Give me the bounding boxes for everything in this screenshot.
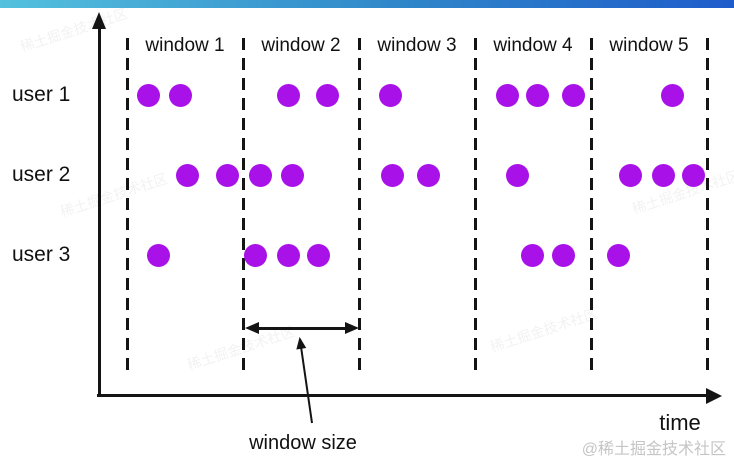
window-size-label: window size (249, 432, 357, 454)
faint-watermark: 稀土掘金技术社区 (488, 305, 600, 355)
event-dot (315, 83, 339, 107)
window-boundary-line (125, 38, 129, 378)
event-dot (215, 163, 239, 187)
time-axis-label: time (659, 410, 701, 435)
event-dot (175, 163, 199, 187)
window-label: window 2 (261, 35, 341, 56)
faint-watermark: 稀土掘金技术社区 (18, 5, 130, 55)
event-dot (276, 83, 300, 107)
event-dot (248, 163, 272, 187)
event-dot (276, 243, 300, 267)
window-boundary-line (705, 38, 709, 378)
window-boundary-line (589, 38, 593, 378)
event-dot (525, 83, 549, 107)
window-label: window 1 (145, 35, 225, 56)
window-boundary-line (473, 38, 477, 378)
window-boundary-line (241, 38, 245, 378)
x-axis-arrowhead-icon (706, 388, 722, 404)
event-dot (306, 243, 330, 267)
window-label: window 5 (609, 35, 689, 56)
window-label: window 3 (377, 35, 457, 56)
user-label: user 2 (12, 163, 71, 186)
event-dot (243, 243, 267, 267)
window-label: window 4 (493, 35, 573, 56)
x-axis-line (97, 394, 708, 397)
event-dot (378, 83, 402, 107)
event-dot (495, 83, 519, 107)
event-dot (520, 243, 544, 267)
event-dot (380, 163, 404, 187)
event-dot (280, 163, 304, 187)
event-dot (606, 243, 630, 267)
event-dot (681, 163, 705, 187)
faint-watermark: 稀土掘金技术社区 (58, 170, 170, 220)
y-axis-line (98, 28, 101, 397)
event-dot (551, 243, 575, 267)
window-boundary-line (357, 38, 361, 378)
event-dot (505, 163, 529, 187)
event-dot (136, 83, 160, 107)
user-label: user 1 (12, 83, 71, 106)
event-dot (416, 163, 440, 187)
user-label: user 3 (12, 243, 71, 266)
event-dot (168, 83, 192, 107)
window-size-pointer-arrow (294, 336, 313, 424)
event-dot (660, 83, 684, 107)
event-dot (146, 243, 170, 267)
arrow-shaft (258, 327, 346, 330)
pointer-arrowhead-icon (294, 336, 307, 350)
watermark: @稀土掘金技术社区 (581, 441, 726, 458)
top-accent-bar (0, 0, 734, 8)
event-dot (618, 163, 642, 187)
y-axis-arrowhead-icon (92, 12, 106, 29)
arrowhead-right-icon (345, 322, 359, 334)
event-dot (561, 83, 585, 107)
arrowhead-left-icon (245, 322, 259, 334)
event-dot (651, 163, 675, 187)
